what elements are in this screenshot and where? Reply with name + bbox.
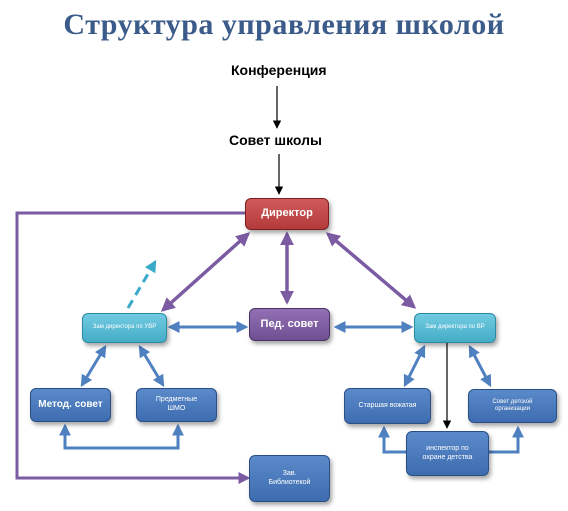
- kids-org-council-box: Совет детской организации: [468, 389, 557, 423]
- senior-counselor-box: Старшая вожатая: [344, 388, 431, 424]
- ped-council-label: Пед. совет: [260, 317, 319, 330]
- arrow-deputy-uvr-shmo: [138, 344, 165, 388]
- arrow-deputy-uvr-method: [80, 344, 107, 388]
- deputy-vr-box: Зам директора по ВР: [414, 313, 496, 343]
- librarian-label: Зав. Библиотекой: [268, 469, 311, 486]
- deputy-uvr-label: Зам директора по УВР: [92, 324, 157, 331]
- ped-council-box: Пед. совет: [249, 308, 330, 341]
- subject-shmo-label: Предметные ШМО: [155, 396, 198, 412]
- director-box: Директор: [245, 198, 329, 230]
- arrow-deputy-vr-kids-org: [468, 344, 492, 388]
- arrow-director-deputy-uvr: [160, 232, 251, 312]
- conference-label: Конференция: [231, 62, 327, 78]
- subject-shmo-box: Предметные ШМО: [136, 388, 217, 422]
- child-protection-inspector-label: инспектор по охране детства: [422, 444, 473, 461]
- arrow-deputy-vr-senior: [403, 344, 426, 388]
- arrow-director-deputy-vr: [325, 232, 417, 309]
- method-council-box: Метод. совет: [30, 388, 111, 422]
- deputy-vr-label: Зам директора по ВР: [425, 324, 485, 331]
- school-council-label: Совет школы: [229, 132, 322, 148]
- director-label: Директор: [261, 207, 313, 220]
- arrow-director-librarian: [15, 211, 251, 484]
- child-protection-inspector-box: инспектор по охране детства: [406, 431, 489, 476]
- deputy-uvr-box: Зам директора по УВР: [82, 313, 167, 343]
- senior-counselor-label: Старшая вожатая: [358, 401, 417, 409]
- arrow-method-shmo: [59, 423, 184, 450]
- method-council-label: Метод. совет: [38, 398, 103, 410]
- page-title: Структура управления школой: [63, 8, 505, 41]
- arrow-dashed-cyan: [126, 259, 157, 309]
- librarian-box: Зав. Библиотекой: [249, 455, 330, 502]
- kids-org-council-label: Совет детской организации: [492, 398, 533, 413]
